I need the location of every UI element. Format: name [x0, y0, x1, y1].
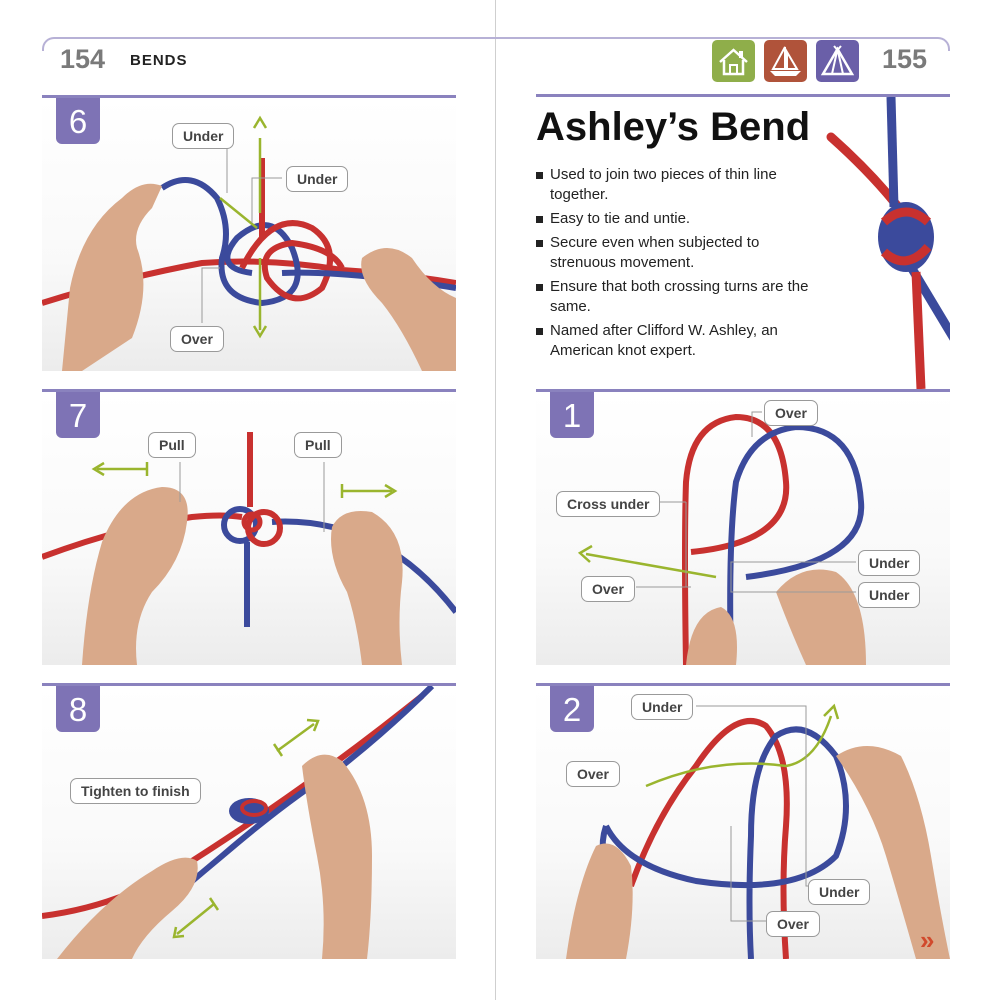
step-6-illustration [42, 115, 456, 371]
step-8-illustration [42, 686, 435, 959]
step-6-panel: 6 Under Under Over [42, 95, 456, 371]
callout-under: Under [631, 694, 694, 720]
list-item: Used to join two pieces of thin line tog… [536, 165, 816, 205]
list-item: Named after Clifford W. Ashley, an Ameri… [536, 321, 816, 361]
callout-under: Under [172, 123, 235, 149]
callout-under: Under [858, 582, 921, 608]
step-number-badge: 6 [56, 98, 100, 144]
list-item: Secure even when subjected to strenuous … [536, 233, 816, 273]
feature-list: Used to join two pieces of thin line tog… [536, 165, 816, 365]
double-chevron-right-icon[interactable]: » [920, 925, 935, 955]
title-rule [536, 94, 950, 97]
page-frame [42, 37, 497, 51]
page-number: 154 [60, 44, 106, 74]
callout-over: Over [766, 911, 820, 937]
step-2-panel: 2 Under Over Under Over [536, 683, 950, 959]
step-1-illustration [577, 411, 866, 665]
callout-over: Over [581, 576, 635, 602]
right-page: 155 Ashley’s Bend Used to join two piece… [496, 0, 991, 1000]
step-1-panel: 1 Over Cross under Under Over Under [536, 389, 950, 665]
step-number-badge: 7 [56, 392, 100, 438]
callout-pull: Pull [148, 432, 196, 458]
page-number: 155 [882, 44, 928, 74]
step-number-badge: 2 [550, 686, 594, 732]
step-7-illustration [42, 432, 456, 665]
step-7-panel: 7 Pull Pull [42, 389, 456, 665]
callout-under: Under [858, 550, 921, 576]
callout-pull: Pull [294, 432, 342, 458]
left-page: 154 BENDS 6 Under Under Over [42, 0, 497, 1000]
tent-icon [816, 40, 859, 82]
sailboat-icon [764, 40, 807, 82]
callout-under: Under [286, 166, 349, 192]
callout-under: Under [808, 879, 871, 905]
step-2-illustration [566, 703, 950, 959]
step-number-badge: 8 [56, 686, 100, 732]
home-icon [712, 40, 755, 82]
callout-cross-under: Cross under [556, 491, 661, 517]
list-item: Easy to tie and untie. [536, 209, 816, 229]
callout-over: Over [170, 326, 224, 352]
callout-tighten-to-finish: Tighten to finish [70, 778, 201, 804]
section-title: BENDS [130, 52, 188, 69]
list-item: Ensure that both crossing turns are the … [536, 277, 816, 317]
callout-over: Over [566, 761, 620, 787]
step-number-badge: 1 [550, 392, 594, 438]
step-8-panel: 8 Tighten to finish [42, 683, 456, 959]
knot-title: Ashley’s Bend [536, 105, 811, 149]
page-frame [496, 37, 950, 51]
finished-knot-image [826, 97, 950, 389]
callout-over: Over [764, 400, 818, 426]
